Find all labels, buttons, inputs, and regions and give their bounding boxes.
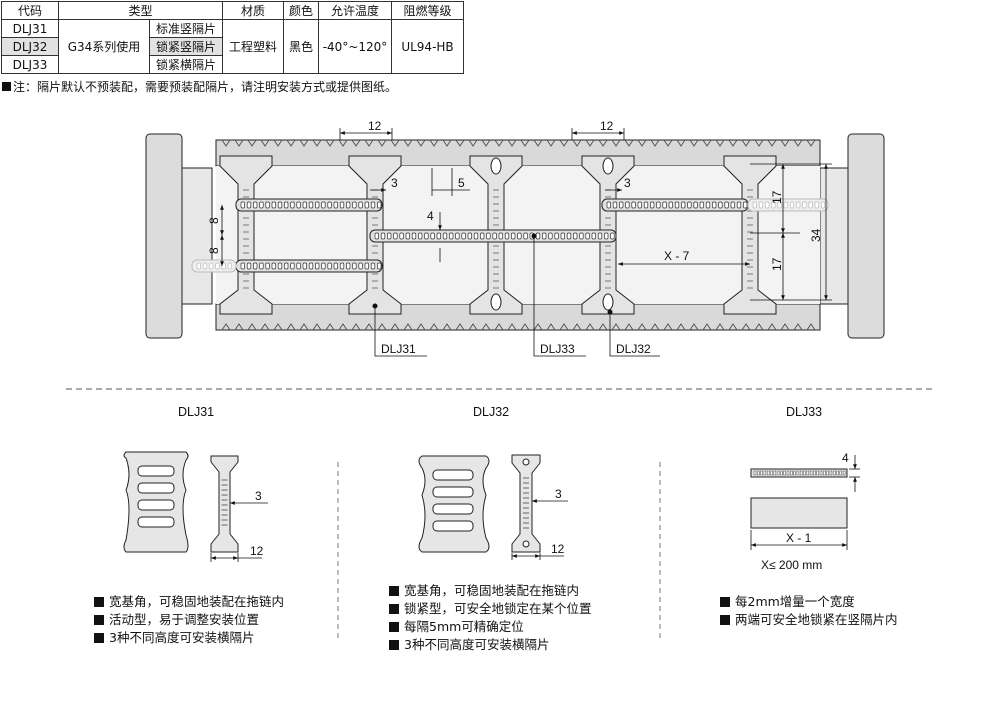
lock-hole-icon — [490, 157, 502, 175]
lock-hole-icon — [602, 293, 614, 311]
list-item: 3种不同高度可安装横隔片 — [94, 629, 284, 647]
square-bullet-icon — [94, 633, 104, 643]
square-bullet-icon — [389, 586, 399, 596]
dlj32-detail — [418, 454, 541, 553]
dlj31-detail — [123, 451, 239, 553]
lock-hole-icon — [522, 458, 530, 466]
cell-material: 工程塑料 — [222, 19, 284, 74]
note-text: 注：隔片默认不预装配，需要预装配隔片，请注明安装方式或提供图纸。 — [13, 80, 398, 94]
cross-bars — [191, 198, 829, 273]
dlj33-dims — [750, 455, 860, 550]
dlj33-side-view — [750, 497, 848, 529]
th-material: 材质 — [222, 1, 284, 20]
dim-label: 3 — [555, 487, 562, 501]
horizontal-separator — [235, 259, 383, 273]
dlj32-features: 宽基角，可稳固地装配在拖链内 锁紧型，可安全地锁定在某个位置 每隔5mm可精确定… — [389, 582, 592, 654]
detail-title: DLJ32 — [473, 405, 509, 419]
list-item: 每隔5mm可精确定位 — [389, 618, 592, 636]
list-item: 宽基角，可稳固地装配在拖链内 — [94, 593, 284, 611]
table-header-row: 代码 类型 材质 颜色 允许温度 阻燃等级 — [1, 1, 464, 20]
detail-titles: DLJ31 DLJ32 DLJ33 — [178, 405, 822, 419]
cell-code: DLJ32 — [1, 37, 59, 56]
square-bullet-icon — [389, 640, 399, 650]
dim-label: 3 — [624, 176, 631, 190]
square-bullet-icon — [720, 615, 730, 625]
square-bullet-icon — [94, 615, 104, 625]
dlj31-side-shape — [210, 455, 239, 553]
callout-label: DLJ32 — [616, 342, 651, 356]
dim-label: 12 — [600, 119, 614, 133]
cell-flame: UL94-HB — [391, 19, 464, 74]
detail-title: DLJ33 — [786, 405, 822, 419]
dimension-labels: 12 12 3 5 3 4 8 8 X - 7 17 17 34 DLJ31 D… — [207, 119, 823, 356]
dim-label: X - 7 — [664, 249, 690, 263]
dim-label: 17 — [770, 190, 784, 204]
th-flame: 阻燃等级 — [391, 1, 464, 20]
square-bullet-icon — [94, 597, 104, 607]
th-code: 代码 — [1, 1, 59, 20]
end-bracket-left-inner — [181, 167, 213, 305]
square-bullet-icon — [389, 622, 399, 632]
table-row: DLJ32 锁紧竖隔片 — [1, 37, 464, 56]
horizontal-separator — [235, 198, 383, 212]
square-bullet-icon — [389, 604, 399, 614]
dim-label: 3 — [255, 489, 262, 503]
square-bullet-icon — [720, 597, 730, 607]
dlj33-detail — [750, 468, 848, 529]
installation-note: 注：隔片默认不预装配，需要预装配隔片，请注明安装方式或提供图纸。 — [2, 78, 397, 95]
list-item: 宽基角，可稳固地装配在拖链内 — [389, 582, 592, 600]
horizontal-separator — [747, 198, 829, 212]
list-item: 锁紧型，可安全地锁定在某个位置 — [389, 600, 592, 618]
dim-label: 17 — [770, 257, 784, 271]
horizontal-separator — [369, 229, 617, 243]
width-formula: X≤ 200 mm — [761, 558, 822, 572]
list-item: 活动型，易于调整安装位置 — [94, 611, 284, 629]
cell-usage: G34系列使用 — [58, 19, 150, 74]
dim-label: 5 — [458, 176, 465, 190]
list-item: 两端可安全地锁紧在竖隔片内 — [720, 611, 898, 629]
dim-label: 4 — [427, 209, 434, 223]
dim-label: 8 — [207, 247, 221, 254]
end-bracket-left — [145, 133, 183, 339]
spec-table: 代码 类型 材质 颜色 允许温度 阻燃等级 DLJ31 G34系列使用 标准竖隔… — [1, 1, 464, 74]
callout-label: DLJ31 — [381, 342, 416, 356]
horizontal-separator — [191, 259, 237, 273]
dim-label: 34 — [809, 228, 823, 242]
list-item: 每2mm增量一个宽度 — [720, 593, 898, 611]
callout-label: DLJ33 — [540, 342, 575, 356]
lock-hole-icon — [522, 540, 530, 548]
cell-code: DLJ33 — [1, 55, 59, 74]
horizontal-separator — [601, 198, 749, 212]
dim-label: 12 — [250, 544, 264, 558]
dim-label: 8 — [207, 217, 221, 224]
list-item: 3种不同高度可安装横隔片 — [389, 636, 592, 654]
dlj32-dims — [511, 499, 568, 560]
dim-label: 3 — [391, 176, 398, 190]
dim-label: 12 — [368, 119, 382, 133]
cell-type: 锁紧竖隔片 — [149, 37, 223, 56]
square-bullet-icon — [2, 82, 11, 91]
cell-temperature: -40°~120° — [318, 19, 392, 74]
th-type: 类型 — [58, 1, 223, 20]
chain-assembly — [145, 133, 885, 339]
dim-label: X - 1 — [786, 531, 812, 545]
dlj31-dims — [210, 501, 268, 562]
lock-hole-icon — [602, 157, 614, 175]
dimension-lines — [220, 128, 832, 357]
dlj31-features: 宽基角，可稳固地装配在拖链内 活动型，易于调整安装位置 3种不同高度可安装横隔片 — [94, 593, 284, 647]
detail-title: DLJ31 — [178, 405, 214, 419]
end-bracket-right — [847, 133, 885, 339]
table-row: DLJ33 锁紧横隔片 — [1, 55, 464, 74]
dlj33-features: 每2mm增量一个宽度 两端可安全地锁紧在竖隔片内 — [720, 593, 898, 629]
cell-type: 锁紧横隔片 — [149, 55, 223, 74]
end-bracket-right-inner — [819, 167, 849, 305]
dim-label: 4 — [842, 451, 849, 465]
th-temperature: 允许温度 — [318, 1, 392, 20]
dim-label: 12 — [551, 542, 565, 556]
lock-hole-icon — [490, 293, 502, 311]
